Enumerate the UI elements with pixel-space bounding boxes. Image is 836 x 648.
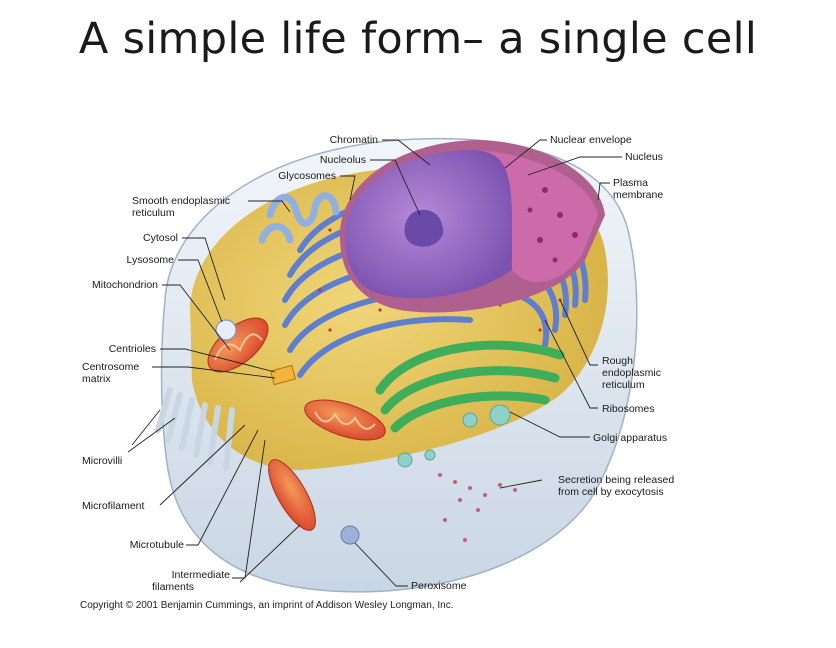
label-secretion-1: Secretion being released bbox=[558, 474, 674, 486]
label-smooth-er-2: reticulum bbox=[132, 207, 175, 219]
label-peroxisome: Peroxisome bbox=[411, 580, 467, 592]
secretion-dots bbox=[438, 473, 517, 542]
label-golgi: Golgi apparatus bbox=[593, 432, 667, 444]
label-glycosomes: Glycosomes bbox=[278, 170, 336, 182]
smooth-er-shape bbox=[258, 192, 340, 244]
diagram-labels: Chromatin Nuclear envelope Nucleolus Nuc… bbox=[82, 134, 674, 593]
label-chromatin: Chromatin bbox=[330, 134, 379, 146]
label-centrosome-1: Centrosome bbox=[82, 361, 139, 373]
label-nuclear-envelope: Nuclear envelope bbox=[550, 134, 632, 146]
label-centrosome-2: matrix bbox=[82, 373, 111, 385]
label-lysosome: Lysosome bbox=[127, 254, 175, 266]
microvilli-shape bbox=[155, 387, 235, 471]
label-microfilament: Microfilament bbox=[82, 500, 145, 512]
label-secretion-2: from cell by exocytosis bbox=[558, 486, 664, 498]
label-microvilli: Microvilli bbox=[82, 455, 122, 467]
organelle-misc bbox=[215, 319, 360, 545]
nucleolus-shape bbox=[404, 209, 444, 247]
label-mitochondrion: Mitochondrion bbox=[92, 279, 158, 291]
label-intermediate-2: filaments bbox=[152, 581, 194, 593]
label-rough-er-1: Rough bbox=[602, 355, 633, 367]
leader-lines bbox=[127, 139, 622, 587]
label-centrioles: Centrioles bbox=[109, 343, 156, 355]
mitochondrion-shapes bbox=[207, 317, 386, 531]
label-plasma-membrane-1: Plasma bbox=[613, 177, 648, 189]
golgi-vesicles bbox=[397, 404, 511, 468]
label-nucleolus: Nucleolus bbox=[320, 154, 366, 166]
label-rough-er-3: reticulum bbox=[602, 379, 645, 391]
label-cytosol: Cytosol bbox=[143, 232, 178, 244]
label-smooth-er-1: Smooth endoplasmic bbox=[132, 195, 230, 207]
label-ribosomes: Ribosomes bbox=[602, 403, 655, 415]
slide-title: A simple life form– a single cell bbox=[78, 14, 758, 64]
label-intermediate-1: Intermediate bbox=[172, 569, 231, 581]
label-plasma-membrane-2: membrane bbox=[613, 189, 663, 201]
label-microtubule: Microtubule bbox=[130, 539, 184, 551]
label-rough-er-2: endoplasmic bbox=[602, 367, 661, 379]
golgi-shape bbox=[375, 340, 565, 433]
copyright-note: Copyright © 2001 Benjamin Cummings, an i… bbox=[80, 600, 454, 611]
label-nucleus: Nucleus bbox=[625, 151, 663, 163]
